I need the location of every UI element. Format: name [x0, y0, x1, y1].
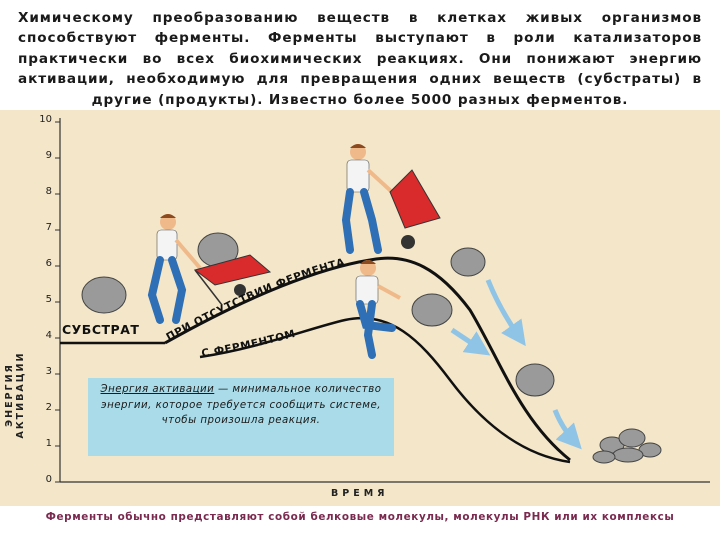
energy-diagram: ПРИ ОТСУТСТВИИ ФЕРМЕНТА С ФЕРМЕНТОМ ЭНЕР… — [0, 110, 720, 506]
y-tick-label: 2 — [45, 402, 52, 413]
curve-without-enzyme — [164, 256, 571, 462]
y-tick-label: 6 — [45, 258, 52, 269]
y-tick-label: 9 — [45, 150, 52, 161]
footer-caption: Ферменты обычно представляют собой белко… — [45, 511, 675, 523]
definition-text: — минимальное количество энергии, которо… — [101, 384, 382, 426]
y-tick-label: 7 — [45, 222, 52, 233]
definition-term: Энергия активации — [100, 384, 215, 395]
y-tick-label: 10 — [39, 114, 52, 125]
label-with-enzyme: С ФЕРМЕНТОМ — [201, 328, 297, 360]
man-pushing-wheelbarrow-icon — [147, 214, 272, 324]
falling-arrow-icon — [450, 279, 582, 450]
energy-diagram-drawing: ПРИ ОТСУТСТВИИ ФЕРМЕНТА С ФЕРМЕНТОМ — [55, 118, 710, 483]
intro-paragraph: Химическому преобразованию веществ в кле… — [18, 10, 702, 108]
y-tick-label: 0 — [45, 474, 52, 485]
y-tick-label: 8 — [45, 186, 52, 197]
substrate-label: СУБСТРАТ — [62, 322, 140, 337]
y-axis-title: ЭНЕРГИЯ АКТИВАЦИИ — [4, 351, 26, 439]
definition-box: Энергия активации — минимальное количест… — [88, 378, 394, 456]
y-tick-label: 5 — [45, 294, 52, 305]
y-axis — [55, 118, 61, 483]
curve-with-enzyme — [199, 316, 571, 464]
man-pushing-wheelbarrow-icon — [355, 260, 401, 359]
y-tick-label: 4 — [45, 330, 52, 341]
x-axis-title: ВРЕМЯ — [331, 488, 389, 499]
y-tick-label: 3 — [45, 366, 52, 377]
man-pushing-wheelbarrow-icon — [341, 144, 441, 254]
rock-icon — [81, 232, 662, 464]
y-tick-label: 1 — [45, 438, 52, 449]
